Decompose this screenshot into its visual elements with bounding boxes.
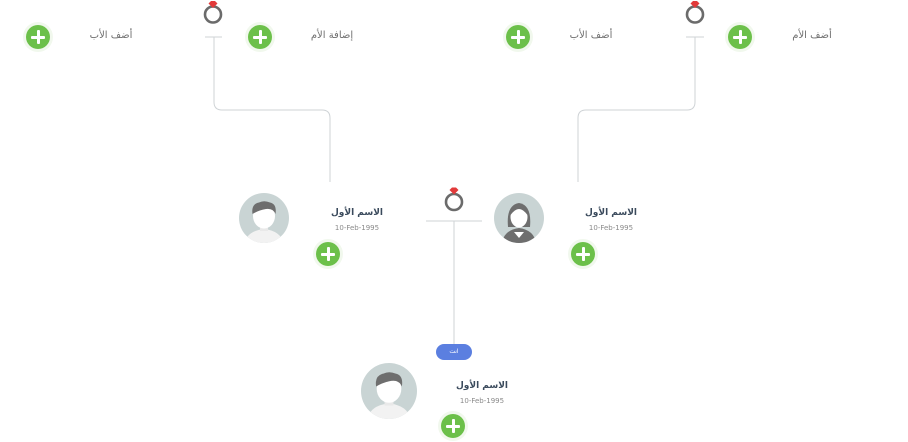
add-mother-button[interactable] [728,25,752,49]
self-name: الاسم الأول [455,381,509,391]
female-avatar-icon [494,193,544,243]
add-mother-label: أضف الأم [792,30,832,41]
ring-icon [203,1,223,24]
self-date: 10-Feb-1995 [459,397,505,405]
father-name: الاسم الأول [330,208,384,218]
mother-avatar[interactable] [494,193,544,243]
add-father-label: أضف الأب [89,30,133,41]
self-avatar[interactable] [361,363,417,419]
add-father-button[interactable] [506,25,530,49]
add-mother-relative-button[interactable] [571,242,595,266]
add-father-button[interactable] [26,25,50,49]
mother-name: الاسم الأول [584,208,638,218]
ring-icon [444,187,464,212]
father-date: 10-Feb-1995 [334,224,380,232]
mother-date: 10-Feb-1995 [588,224,634,232]
male-avatar-icon [239,193,289,243]
add-father-relative-button[interactable] [316,242,340,266]
male-avatar-icon [361,363,417,419]
you-badge: انت [436,344,472,360]
add-mother-button[interactable] [248,25,272,49]
add-self-relative-button[interactable] [441,414,465,438]
add-father-label: أضف الأب [569,30,613,41]
father-avatar[interactable] [239,193,289,243]
ring-icon [685,1,705,24]
add-mother-label: إضافة الأم [310,30,354,41]
